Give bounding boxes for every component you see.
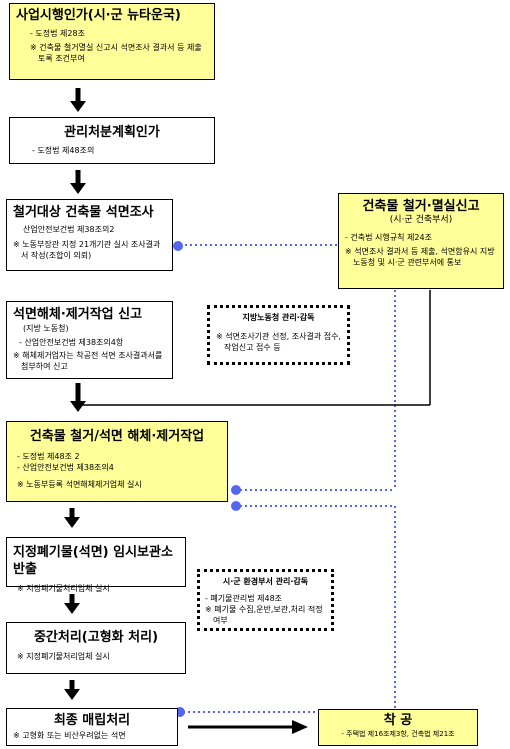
step-note: ※ 고형화 또는 비산우려없는 석면 xyxy=(13,731,126,740)
step-title: 철거대상 건축물 석면조사 xyxy=(13,205,154,220)
step-law: - 도정법 제28조 xyxy=(30,29,85,38)
side-demolition-report: 건축물 철거·멸실신고 (시·군 건축부서) - 건축법 시행규칙 제24조 ※… xyxy=(338,193,504,289)
step-final-landfill: 최종 매립처리 ※ 고형화 또는 비산우려없는 석면 xyxy=(6,708,178,746)
step-title: 착 공 xyxy=(383,713,413,728)
report-to-demolition-line xyxy=(80,290,431,406)
side-note: ※ 석면조사기관 선정, 조사결과 접수, 작업신고 접수 등 xyxy=(216,332,341,352)
step-removal-report: 석면해체·제거작업 신고 (지방 노동청) - 산업안전보건법 제38조의4항 … xyxy=(6,301,173,379)
step-law: 산업안전보건법 제38조의2 xyxy=(23,225,115,234)
side-title: 건축물 철거·멸실신고 xyxy=(362,199,480,214)
side-note: ※ 폐기물 수집,운반,보관,처리 적정 여부 xyxy=(205,605,323,625)
step-title: 중간처리(고형화 처리) xyxy=(33,630,159,645)
side-title: 지방노동청 관리·감독 xyxy=(242,313,315,322)
step-law: - 산업안전보건법 제38조의4항 xyxy=(19,338,124,347)
step-title: 관리처분계획인가 xyxy=(64,125,160,140)
step-note: ※ 지정폐기물처리업체 실시 xyxy=(17,652,110,661)
step-temporary-storage: 지정폐기물(석면) 임시보관소 반출 ※ 지정폐기물처리업체 실시 xyxy=(6,537,186,593)
down-arrows xyxy=(64,88,86,700)
side-subtitle: (시·군 건축부서) xyxy=(389,215,453,225)
right-arrow xyxy=(188,720,308,734)
step-law-2: - 산업안전보건법 제38조의4 xyxy=(17,463,114,472)
side-law: - 건축법 시행규칙 제24조 xyxy=(345,233,432,242)
step-note: ※ 건축물 철거멸실 신고시 석면조사 결과서 등 제출토록 조건부여 xyxy=(30,43,202,63)
step-title: 석면해체·제거작업 신고 xyxy=(13,307,143,322)
step-title: 지정폐기물(석면) 임시보관소 반출 xyxy=(13,545,173,577)
step-note: ※ 지정폐기물처리업체 실시 xyxy=(17,584,110,593)
step-title: 건축물 철거/석면 해체·제거작업 xyxy=(29,429,205,444)
step-agency: (지방 노동청) xyxy=(23,324,69,333)
side-environment-supervision: 시·군 환경부서 관리·감독 - 폐기물관리법 제48조 ※ 폐기물 수집,운반… xyxy=(197,569,334,631)
step-law-1: - 도정법 제48조 2 xyxy=(17,452,80,461)
step-law: - 주택법 제16조제3항, 건축법 제21조 xyxy=(341,730,455,738)
side-labor-supervision: 지방노동청 관리·감독 ※ 석면조사기관 선정, 조사결과 접수, 작업신고 접… xyxy=(207,305,350,365)
step-construction-start: 착 공 - 주택법 제16조제3항, 건축법 제21조 xyxy=(318,709,478,746)
step-title: 사업시행인가(시·군 뉴타운국) xyxy=(16,8,181,23)
side-note: ※ 석면조사 결과서 등 제출, 석면함유시 지방노동청 및 시·군 관련부서에… xyxy=(345,247,495,267)
side-title: 시·군 환경부서 관리·감독 xyxy=(222,577,309,586)
step-note: ※ 해체제거업자는 착공전 석면 조사결과서를 첨부하여 신고 xyxy=(13,351,163,371)
step-note: ※ 노동부장관 지정 21개기관 실시 조사결과서 작성(조합이 의뢰) xyxy=(13,240,161,260)
step-note: ※ 노동부등록 석면해체제거업체 실시 xyxy=(17,480,142,489)
step-demolition: 건축물 철거/석면 해체·제거작업 - 도정법 제48조 2 - 산업안전보건법… xyxy=(6,421,228,502)
step-asbestos-survey: 철거대상 건축물 석면조사 산업안전보건법 제38조의2 ※ 노동부장관 지정 … xyxy=(6,199,173,271)
step-intermediate-treatment: 중간처리(고형화 처리) ※ 지정폐기물처리업체 실시 xyxy=(6,622,186,674)
step-management-plan: 관리처분계획인가 - 도정법 제48조의 xyxy=(9,117,215,164)
step-law: - 도정법 제48조의 xyxy=(32,146,95,155)
step-business-approval: 사업시행인가(시·군 뉴타운국) - 도정법 제28조 ※ 건축물 철거멸실 신… xyxy=(9,3,215,80)
side-law: - 폐기물관리법 제48조 xyxy=(205,594,283,603)
step-title: 최종 매립처리 xyxy=(53,713,131,728)
